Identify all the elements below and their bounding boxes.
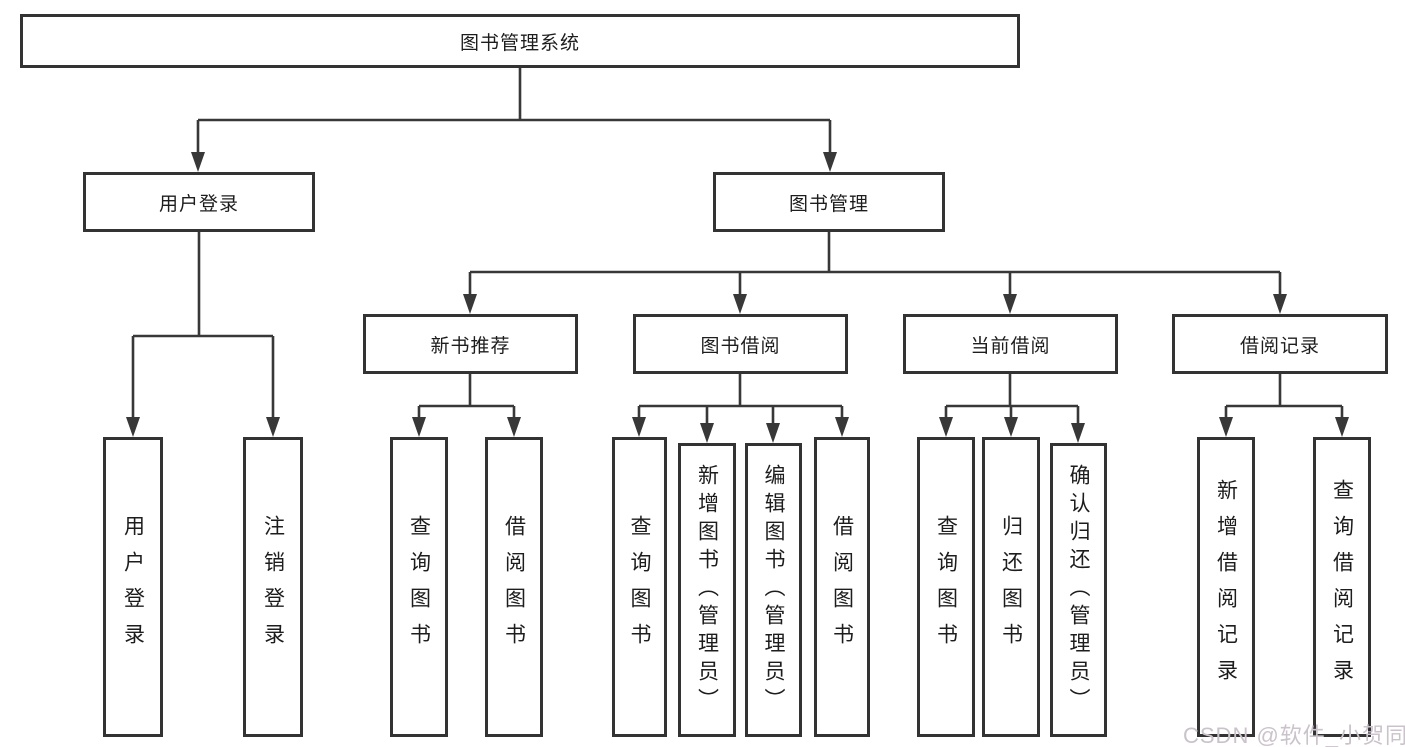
leaf-label: 新增借阅记录 xyxy=(1214,479,1238,695)
leaf-label: 查询图书 xyxy=(934,515,958,659)
leaf-label: 归还图书 xyxy=(999,515,1023,659)
node-root-system: 图书管理系统 xyxy=(20,14,1020,68)
leaf-query-books: 查询图书 xyxy=(917,437,975,737)
leaf-label: 借阅图书 xyxy=(830,515,854,659)
leaf-label: 用户登录 xyxy=(121,515,145,659)
leaf-query-books: 查询图书 xyxy=(612,437,667,737)
leaf-edit-books-admin: 编辑图书（管理员） xyxy=(745,443,802,737)
leaf-label: 查询借阅记录 xyxy=(1330,479,1354,695)
leaf-label: 借阅图书 xyxy=(502,515,526,659)
node-book-borrow: 图书借阅 xyxy=(633,314,848,374)
leaf-add-books-admin: 新增图书（管理员） xyxy=(678,443,736,737)
leaf-label: 注销登录 xyxy=(261,515,285,659)
leaf-label: 新增图书（管理员） xyxy=(695,464,719,716)
leaf-add-borrow-record: 新增借阅记录 xyxy=(1197,437,1255,737)
leaf-confirm-return-admin: 确认归还（管理员） xyxy=(1050,443,1107,737)
node-current-borrow: 当前借阅 xyxy=(903,314,1118,374)
leaf-label: 查询图书 xyxy=(407,515,431,659)
leaf-logout: 注销登录 xyxy=(243,437,303,737)
node-user-login: 用户登录 xyxy=(83,172,315,232)
leaf-return-books: 归还图书 xyxy=(982,437,1040,737)
leaf-label: 查询图书 xyxy=(628,515,651,659)
leaf-label: 编辑图书（管理员） xyxy=(762,464,785,716)
leaf-borrow-books: 借阅图书 xyxy=(814,437,870,737)
leaf-label: 确认归还（管理员） xyxy=(1067,464,1090,716)
leaf-query-borrow-record: 查询借阅记录 xyxy=(1313,437,1371,737)
node-book-management: 图书管理 xyxy=(713,172,945,232)
node-new-book-recommend: 新书推荐 xyxy=(363,314,578,374)
leaf-borrow-books: 借阅图书 xyxy=(485,437,543,737)
leaf-query-books: 查询图书 xyxy=(390,437,448,737)
arrowheads xyxy=(126,152,1349,443)
csdn-watermark: CSDN @软件_小贺同学 xyxy=(1183,723,1405,747)
leaf-user-login: 用户登录 xyxy=(103,437,163,737)
node-borrow-records: 借阅记录 xyxy=(1172,314,1388,374)
